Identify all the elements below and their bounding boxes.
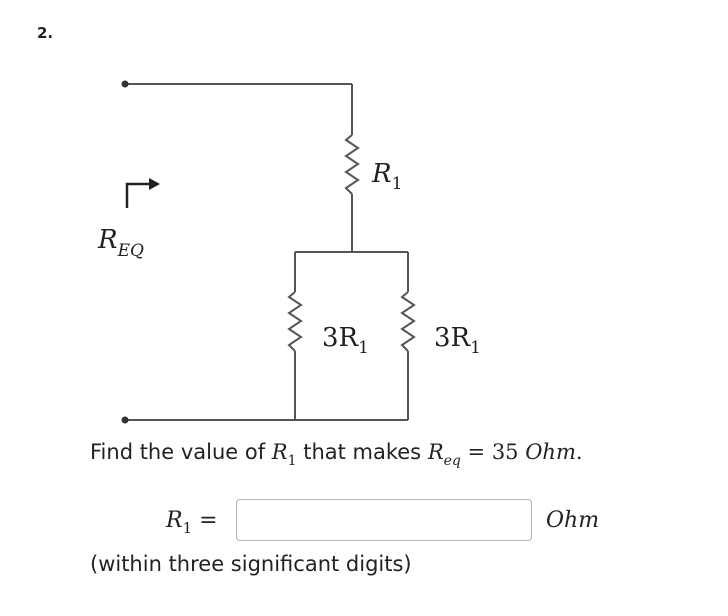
answer-equals: = (192, 508, 218, 533)
left-3r1-label: 3R1 (322, 323, 369, 358)
prompt-eq: = 35 (460, 440, 526, 464)
circuit-wires (125, 83, 416, 421)
answer-unit: Ohm (546, 508, 600, 533)
circuit-diagram: R1 3R1 3R1 REQ (97, 80, 481, 424)
bottom-terminal (121, 416, 129, 424)
prompt-end: . (575, 440, 583, 464)
req-label: REQ (97, 225, 144, 261)
left-3r1-resistor (287, 291, 303, 352)
r1-label: R1 (371, 159, 402, 194)
req-arrow-icon (125, 178, 160, 208)
prompt-var-sub: 1 (287, 453, 297, 469)
right-3r1-label: 3R1 (434, 323, 481, 358)
r1-resistor (344, 134, 360, 195)
answer-var-sub: 1 (182, 519, 193, 537)
answer-label: R1 = (166, 508, 218, 537)
prompt-req-sub: eq (443, 453, 461, 469)
answer-var: R (166, 508, 183, 533)
prompt-req: R (427, 440, 444, 464)
answer-input[interactable] (236, 499, 532, 541)
prompt-unit: Ohm (525, 440, 576, 464)
prompt-mid: that makes (296, 440, 428, 464)
question-prompt: Find the value of R1 that makes Req = 35… (90, 440, 583, 469)
prompt-pre: Find the value of (90, 440, 272, 464)
right-3r1-resistor (400, 291, 416, 352)
question-number: 2. (37, 24, 54, 42)
top-terminal (121, 80, 129, 88)
precision-hint: (within three significant digits) (90, 552, 412, 576)
prompt-var: R (271, 440, 288, 464)
